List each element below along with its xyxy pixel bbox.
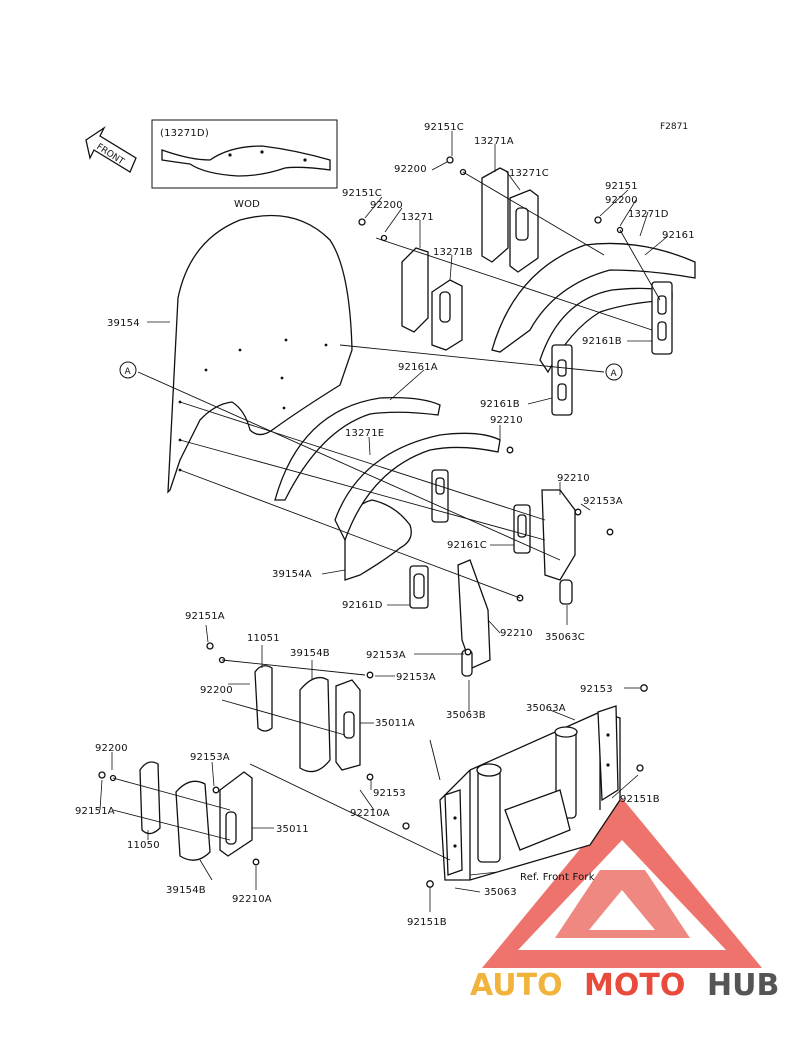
- label-92200-left: 92200: [200, 685, 233, 696]
- label-13271d: 13271D: [628, 209, 669, 220]
- label-92210a-2: 92210A: [232, 894, 272, 905]
- label-92161b-1: 92161B: [582, 336, 622, 347]
- label-13271c: 13271C: [509, 168, 549, 179]
- label-92153-1: 92153: [373, 788, 406, 799]
- mid-plates: [409, 469, 576, 677]
- label-92200-top: 92200: [394, 164, 427, 175]
- label-92153a-2: 92153A: [366, 650, 406, 661]
- label-35063c: 35063C: [545, 632, 585, 643]
- label-11050: 11050: [127, 840, 160, 851]
- callout-a-left: A: [119, 361, 137, 379]
- label-92161a: 92161A: [398, 362, 438, 373]
- upper-plates: [401, 167, 673, 416]
- fasteners: [98, 156, 648, 888]
- figure-code: F2871: [660, 122, 688, 132]
- label-92161: 92161: [662, 230, 695, 241]
- label-92151a-2: 92151A: [75, 806, 115, 817]
- label-92210-3: 92210: [500, 628, 533, 639]
- label-13271e: 13271E: [345, 428, 384, 439]
- label-92161b-2: 92161B: [480, 399, 520, 410]
- label-92153a-4: 92153A: [190, 752, 230, 763]
- label-92151-top: 92151: [605, 181, 638, 192]
- watermark-triangle-icon: [482, 798, 762, 968]
- lower-left-parts: [139, 665, 361, 861]
- label-13271a: 13271A: [474, 136, 514, 147]
- label-92210a-1: 92210A: [350, 808, 390, 819]
- label-wod: WOD: [234, 199, 260, 210]
- label-11051: 11051: [247, 633, 280, 644]
- label-35063a: 35063A: [526, 703, 566, 714]
- svg-text:AUTO: AUTO: [470, 968, 563, 1003]
- label-35063b: 35063B: [446, 710, 486, 721]
- ref-front-fork-label: Ref. Front Fork: [520, 872, 595, 883]
- leader-lines: [99, 131, 669, 912]
- label-92151a-1: 92151A: [185, 611, 225, 622]
- svg-text:HUB: HUB: [707, 968, 779, 1003]
- label-92210-1: 92210: [490, 415, 523, 426]
- label-92200-mid: 92200: [370, 200, 403, 211]
- label-92153-2: 92153: [580, 684, 613, 695]
- label-92161d: 92161D: [342, 600, 383, 611]
- watermark-logo: AUTO MOTO HUB: [470, 968, 779, 1003]
- label-13271b: 13271B: [433, 247, 473, 258]
- front-arrow-icon: FRONT: [85, 126, 137, 173]
- label-92161c: 92161C: [447, 540, 487, 551]
- windshield-part: [167, 214, 353, 494]
- inset-box: (13271D): [151, 119, 338, 189]
- label-39154a: 39154A: [272, 569, 312, 580]
- label-92151b-1: 92151B: [620, 794, 660, 805]
- label-39154b-1: 39154B: [290, 648, 330, 659]
- arc-brackets: [274, 242, 696, 542]
- front-fork-assembly: [439, 705, 621, 881]
- label-13271: 13271: [401, 212, 434, 223]
- label-92151b-2: 92151B: [407, 917, 447, 928]
- label-92200-low: 92200: [95, 743, 128, 754]
- callout-a-right: A: [605, 363, 623, 381]
- label-92200-right: 92200: [605, 195, 638, 206]
- inset-label: (13271D): [160, 128, 209, 139]
- label-92151c-mid: 92151C: [342, 188, 382, 199]
- label-92153a-3: 92153A: [396, 672, 436, 683]
- label-92210-2: 92210: [557, 473, 590, 484]
- label-92151c-top: 92151C: [424, 122, 464, 133]
- svg-text:A: A: [125, 367, 132, 377]
- svg-text:A: A: [611, 369, 618, 379]
- label-92153a-1: 92153A: [583, 496, 623, 507]
- label-35011a: 35011A: [375, 718, 415, 729]
- label-39154b-2: 39154B: [166, 885, 206, 896]
- label-35011: 35011: [276, 824, 309, 835]
- svg-text:MOTO: MOTO: [584, 968, 685, 1003]
- label-39154: 39154: [107, 318, 140, 329]
- label-35063: 35063: [484, 887, 517, 898]
